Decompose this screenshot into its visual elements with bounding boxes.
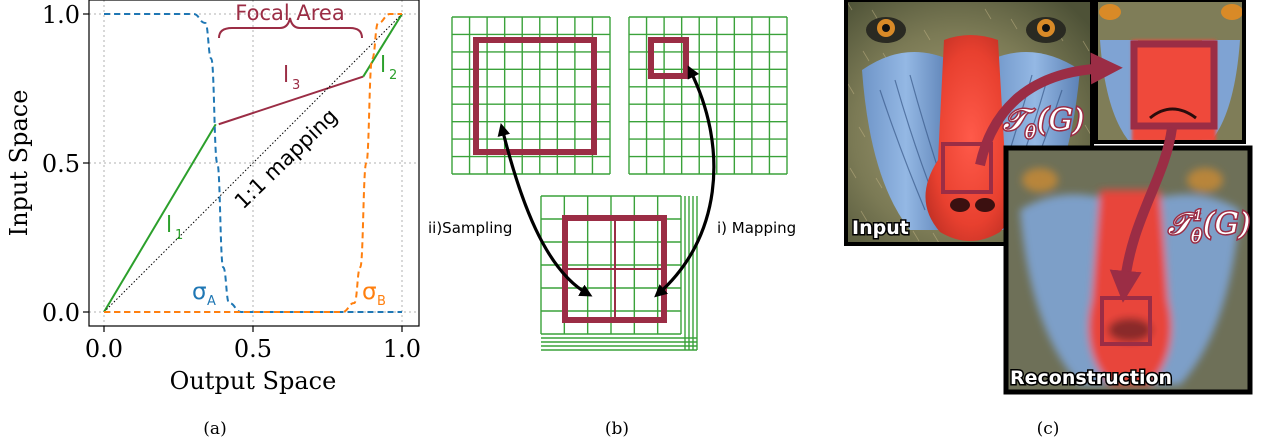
forward-formula: 𝒯 θ (G)	[1002, 102, 1086, 145]
fur-stroke	[871, 9, 879, 21]
l3-label: l 3	[283, 63, 300, 93]
diag-label: 1:1 mapping	[230, 104, 342, 214]
svg-text:3: 3	[292, 78, 300, 93]
series-line-0	[103, 123, 217, 313]
svg-text:1: 1	[175, 228, 183, 243]
l1-label: l 1	[166, 213, 183, 243]
input-image: Input	[844, 0, 1094, 246]
input-label: Input	[852, 217, 909, 239]
fur-stroke	[923, 29, 931, 41]
chart-series	[103, 12, 403, 314]
reconstruction-image: Reconstruction	[1003, 145, 1253, 395]
caption-c: (c)	[1037, 419, 1060, 439]
svg-text:θ: θ	[1191, 226, 1202, 247]
focal-area-label: Focal Area	[235, 1, 344, 25]
l2-label: l 2	[380, 53, 397, 83]
reconstruction-label: Reconstruction	[1010, 367, 1172, 389]
sample-box-output	[562, 215, 667, 323]
fur-stroke	[875, 177, 883, 189]
mapping-arrow	[654, 65, 716, 298]
fur-stroke	[886, 220, 894, 232]
fur-stroke	[849, 167, 857, 179]
svg-text:𝒯: 𝒯	[1003, 103, 1035, 138]
mapping-label: i) Mapping	[717, 219, 796, 237]
panel-b: ii)Sampling i) Mapping (b)	[428, 16, 796, 439]
sigma-b-label: σ B	[362, 279, 386, 309]
axis-ticks	[83, 13, 403, 332]
grid-top-right	[628, 16, 788, 175]
x-tick-label-0: 0.0	[85, 335, 123, 363]
fur-stroke	[847, 83, 855, 95]
series-line-3	[103, 13, 403, 313]
svg-text:l: l	[283, 63, 289, 88]
focal-area-brace	[218, 17, 363, 39]
fur-stroke	[984, 8, 992, 20]
svg-text:σ: σ	[362, 279, 377, 305]
fur-stroke	[932, 232, 940, 244]
input-roi-box	[941, 142, 993, 194]
svg-text:2: 2	[389, 68, 397, 83]
svg-text:(G): (G)	[1203, 207, 1250, 242]
y-axis-label: Input Space	[5, 90, 33, 237]
inverse-formula: 𝒯 -1 θ (G)	[1167, 206, 1252, 249]
svg-text:A: A	[207, 294, 216, 309]
svg-text:l: l	[166, 213, 172, 238]
caption-b: (b)	[605, 419, 629, 439]
fur-stroke	[912, 230, 920, 242]
series-line-4	[104, 12, 402, 314]
sampling-arrow	[497, 123, 593, 297]
x-tick-label-2: 1.0	[383, 335, 421, 363]
fur-stroke	[860, 210, 868, 222]
sample-box-large	[473, 37, 597, 155]
y-tick-label-2: 1.0	[42, 1, 80, 29]
fur-stroke	[862, 50, 870, 62]
fur-stroke	[1010, 18, 1018, 30]
svg-text:θ: θ	[1025, 122, 1036, 143]
sample-box-small	[648, 37, 689, 79]
panel-a-chart: 0.0 0.5 1.0 0.0 0.5 1.0 Output Space Inp…	[5, 0, 421, 439]
caption-a: (a)	[203, 419, 226, 439]
warped-image	[1094, 0, 1246, 144]
x-tick-label-1: 0.5	[234, 335, 272, 363]
svg-text:σ: σ	[192, 279, 207, 305]
series-line-2	[362, 13, 403, 78]
x-axis-label: Output Space	[170, 367, 337, 395]
svg-text:(G): (G)	[1037, 103, 1084, 138]
sampling-label: ii)Sampling	[428, 219, 512, 237]
panel-c: Input	[844, 0, 1253, 439]
svg-text:l: l	[380, 53, 386, 78]
series-line-1	[218, 75, 364, 126]
forward-transform-arrow	[975, 52, 1123, 167]
series-line-5	[103, 13, 402, 313]
y-tick-label-0: 0.0	[42, 299, 80, 327]
svg-text:-1: -1	[1189, 208, 1203, 224]
y-tick-label-1: 0.5	[42, 150, 80, 178]
sigma-a-label: σ A	[192, 279, 216, 309]
fur-stroke	[858, 126, 866, 138]
inverse-transform-arrow	[1109, 127, 1177, 303]
svg-text:B: B	[377, 294, 386, 309]
fur-stroke	[1082, 40, 1090, 52]
grid-top-left	[451, 16, 611, 175]
warped-roi-box	[1130, 40, 1218, 130]
